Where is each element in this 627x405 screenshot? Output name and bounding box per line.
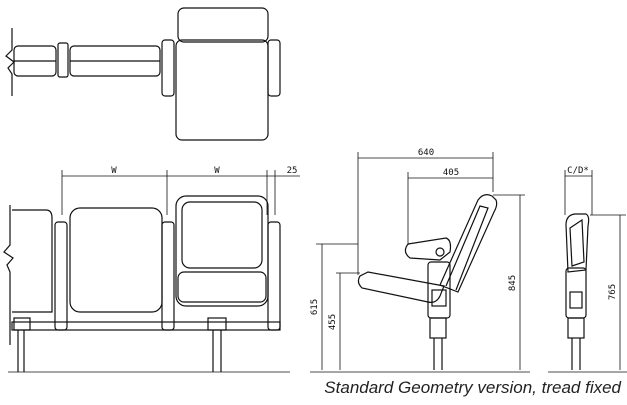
side-seat-back-inner [445, 205, 489, 291]
front-armrest-1 [54, 221, 68, 331]
front-seat-3-inner [181, 201, 263, 269]
label-armrest-height: 615 [310, 299, 320, 315]
front-seat-2 [69, 207, 163, 313]
plan-seat-back [177, 7, 269, 43]
label-overall-height: 845 [508, 275, 518, 291]
folded-bracket [565, 267, 587, 319]
plan-seat-cushion [175, 39, 269, 141]
folded-seat [565, 213, 590, 273]
front-leg-2 [207, 317, 227, 331]
side-armrest [404, 237, 452, 261]
side-bracket-plate [431, 289, 447, 307]
figure-caption: Standard Geometry version, tread fixed [324, 378, 621, 397]
front-break-line [3, 205, 14, 345]
plan-break-line [5, 28, 15, 96]
side-column [429, 317, 447, 339]
plan-armrest-1 [57, 42, 69, 78]
label-seat-height: 455 [328, 314, 338, 330]
label-row-clearance: C/D* [567, 166, 589, 176]
folded-bracket-plate [569, 291, 583, 309]
label-overall-depth: 640 [418, 148, 434, 158]
front-armrest-2 [161, 221, 175, 331]
plan-view [5, 7, 281, 141]
label-armrest-width: 25 [287, 166, 298, 176]
label-seat-width-2: W [214, 166, 220, 176]
front-leg-1 [13, 317, 31, 331]
folded-view [548, 170, 627, 373]
side-seat-cushion [357, 271, 445, 303]
folded-column [567, 317, 585, 339]
front-seat-1 [12, 209, 53, 313]
side-view [310, 152, 530, 373]
side-seat-back [439, 194, 498, 293]
folded-seat-inner [569, 218, 585, 267]
side-armrest-pivot [435, 247, 445, 257]
plan-armrest-2 [161, 39, 175, 97]
plan-armrest-3 [267, 39, 281, 97]
front-seat-3-back [175, 195, 269, 307]
label-folded-height: 765 [608, 284, 618, 300]
front-armrest-3 [267, 221, 281, 331]
front-beam [11, 321, 281, 331]
front-view [3, 170, 300, 373]
label-folded-depth: 405 [443, 168, 459, 178]
label-seat-width-1: W [111, 166, 117, 176]
front-seat-3-cushion [177, 271, 267, 303]
